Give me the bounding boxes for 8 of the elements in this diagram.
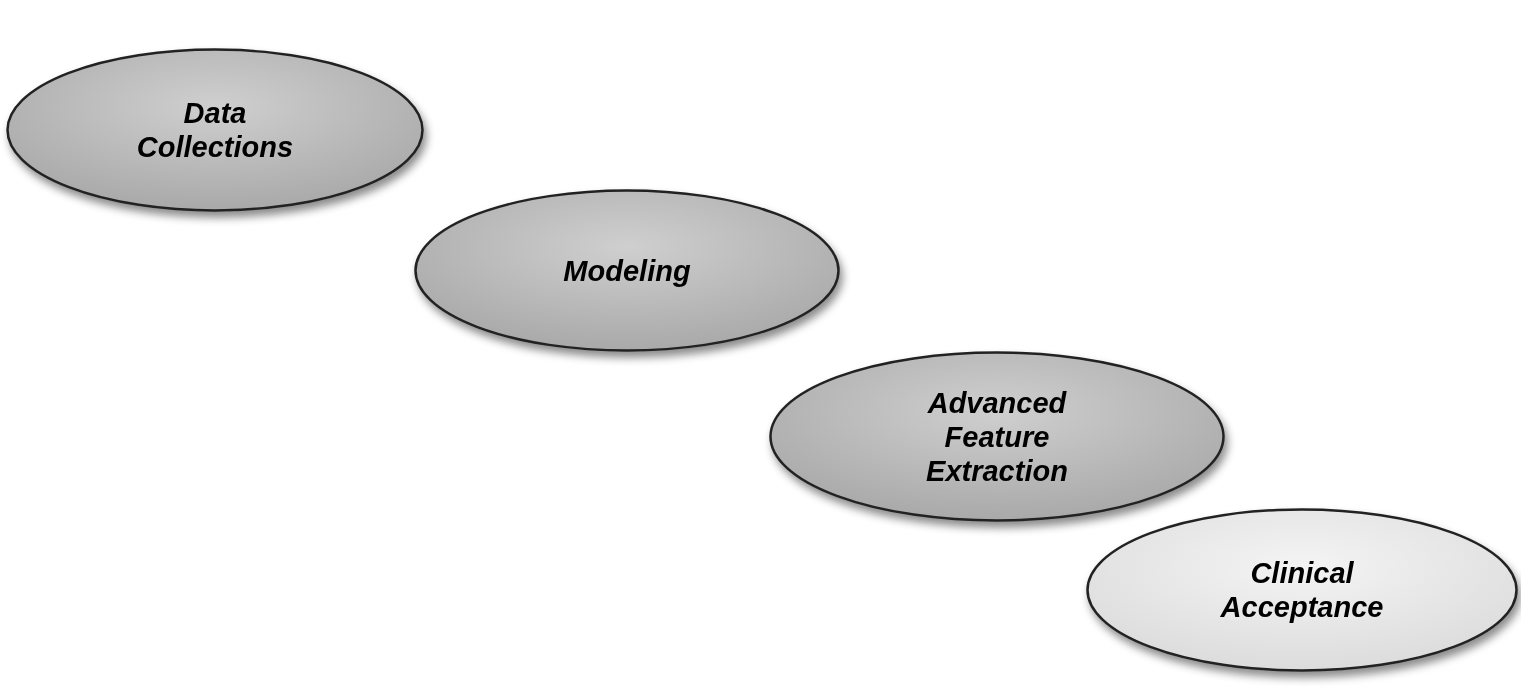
stage-label: Modeling bbox=[562, 253, 692, 288]
stage-label: Data Collections bbox=[135, 96, 295, 164]
stage-label: Clinical Acceptance bbox=[1219, 556, 1385, 624]
stage-ellipse bbox=[6, 48, 424, 212]
stage-label: Advanced Feature Extraction bbox=[925, 385, 1069, 488]
stage-ellipse bbox=[414, 189, 840, 352]
stage-ellipse bbox=[769, 351, 1225, 522]
stage-ellipse bbox=[1086, 508, 1518, 672]
